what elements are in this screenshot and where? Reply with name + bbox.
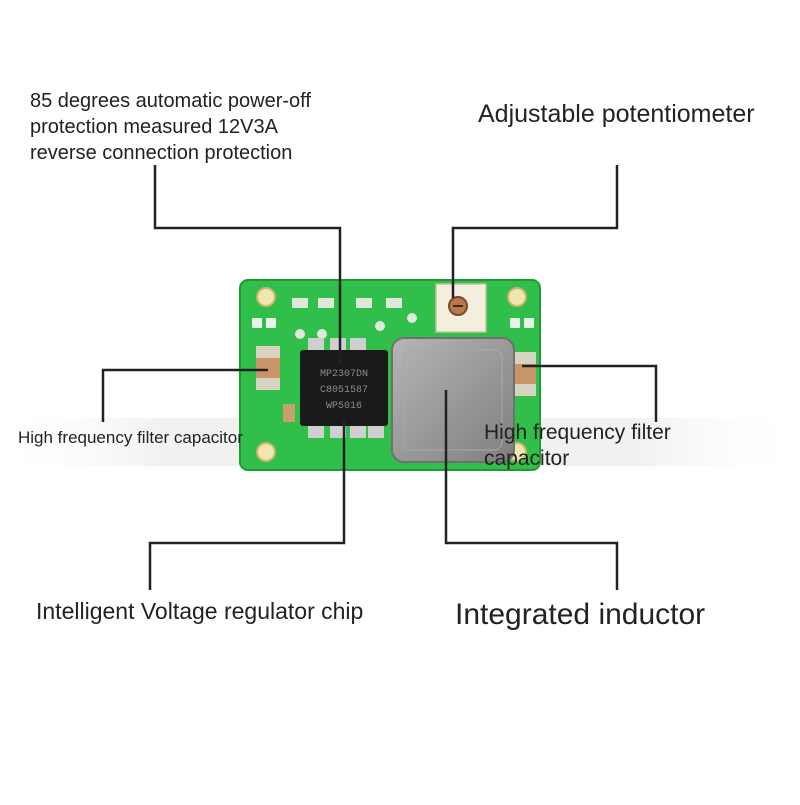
pad [266, 318, 276, 328]
leader-cap-left [101, 368, 268, 422]
chip-label: Intelligent Voltage regulator chip [36, 598, 364, 624]
via [375, 321, 385, 331]
pad [510, 318, 520, 328]
potentiometer [435, 283, 487, 333]
protection-label: 85 degrees automatic power-off protectio… [30, 88, 311, 166]
pad [524, 318, 534, 328]
right-capacitor-label: High frequency filter capacitor [484, 420, 671, 472]
via [407, 313, 417, 323]
right-capacitor [512, 352, 536, 396]
resistor [283, 404, 295, 422]
inductor [391, 337, 515, 463]
protection-label-line2: protection measured 12V3A [30, 116, 278, 138]
mounting-hole [256, 442, 276, 462]
via [317, 329, 327, 339]
protection-label-line1: 85 degrees automatic power-off [30, 90, 311, 112]
pad [318, 298, 334, 308]
pad [292, 298, 308, 308]
right-capacitor-label-line1: High frequency filter [484, 421, 671, 444]
chip-marking-1: MP2307DN [320, 369, 368, 380]
mounting-hole [507, 287, 527, 307]
pad [386, 298, 402, 308]
mounting-hole [256, 287, 276, 307]
leader-protection [153, 165, 342, 365]
left-capacitor [256, 346, 280, 390]
regulator-chip: MP2307DN C8051587 WP5016 [300, 338, 388, 438]
leader-cap-right [522, 364, 658, 422]
leader-inductor [444, 390, 619, 590]
right-capacitor-label-line2: capacitor [484, 447, 570, 470]
protection-label-line3: reverse connection protection [30, 142, 293, 164]
left-capacitor-label: High frequency filter capacitor [18, 428, 243, 447]
inductor-label: Integrated inductor [455, 598, 706, 631]
chip-marking-2: C8051587 [320, 385, 368, 396]
chip-marking-3: WP5016 [326, 401, 362, 412]
leader-potentiometer [451, 165, 619, 298]
via [295, 329, 305, 339]
pad [356, 298, 372, 308]
potentiometer-label: Adjustable potentiometer [478, 100, 755, 128]
leader-lines [101, 165, 658, 590]
leader-chip [148, 420, 346, 590]
pad [252, 318, 262, 328]
